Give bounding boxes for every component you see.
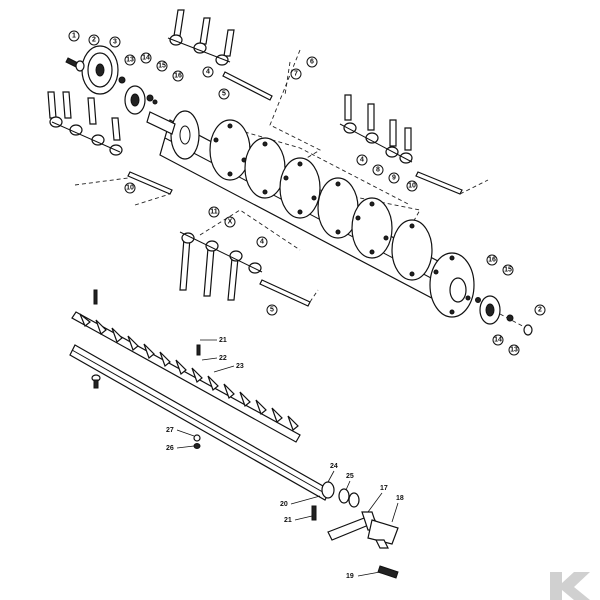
- pulley-bolt: [65, 57, 85, 72]
- callout: 5: [266, 304, 278, 316]
- drive-pulley: [81, 45, 119, 95]
- svg-text:11: 11: [210, 209, 218, 216]
- svg-text:3: 3: [113, 39, 117, 46]
- plain-label: 18: [396, 495, 404, 502]
- callout: 15: [156, 60, 168, 72]
- svg-text:10: 10: [408, 183, 416, 190]
- svg-text:1: 1: [72, 33, 76, 40]
- callout: 4: [256, 236, 268, 248]
- plain-label: 22: [219, 355, 227, 362]
- callout: X: [224, 216, 236, 228]
- callout-group: 1 2 3 13 14 15 16 4 7 6 5 10 4 8 9 10 11…: [68, 30, 546, 356]
- callout: 5: [218, 88, 230, 100]
- svg-text:16: 16: [488, 257, 496, 264]
- svg-text:5: 5: [222, 91, 226, 98]
- cutter-bar-teeth: [71, 311, 301, 443]
- cutter-bar: [69, 344, 331, 501]
- plain-label: 26: [166, 445, 174, 452]
- plain-label: 19: [346, 573, 354, 580]
- rotor-flange: [209, 119, 251, 181]
- callout: 10: [124, 182, 136, 194]
- k-logo-icon: [550, 572, 590, 600]
- plain-label: 20: [280, 501, 288, 508]
- callout: 15: [502, 264, 514, 276]
- rotor-flange: [351, 197, 393, 259]
- svg-text:13: 13: [126, 57, 134, 64]
- knife-rods: [74, 71, 489, 307]
- knife-group-upper-top: [167, 9, 235, 66]
- cutter-bar-fasteners: [91, 289, 201, 449]
- lower-bearing-housing: [475, 295, 533, 336]
- svg-text:14: 14: [142, 55, 150, 62]
- svg-text:4: 4: [260, 239, 264, 246]
- callout: 7: [290, 68, 302, 80]
- plain-label: 21: [219, 337, 227, 344]
- callout: 13: [124, 54, 136, 66]
- callout: 16: [486, 254, 498, 266]
- plain-label: 21: [284, 517, 292, 524]
- plain-label: 25: [346, 473, 354, 480]
- svg-text:6: 6: [310, 59, 314, 66]
- svg-text:2: 2: [92, 37, 96, 44]
- svg-text:8: 8: [376, 167, 380, 174]
- svg-text:15: 15: [158, 63, 166, 70]
- callout: 13: [508, 344, 520, 356]
- callout: 10: [406, 180, 418, 192]
- bushings: [321, 481, 360, 508]
- svg-text:4: 4: [206, 69, 210, 76]
- callout: 4: [356, 154, 368, 166]
- pin-19: [377, 565, 399, 579]
- svg-text:10: 10: [126, 185, 134, 192]
- callout: 3: [109, 36, 121, 48]
- bolt-21-lower: [311, 505, 317, 521]
- plain-label-group: 21 22 23 27 26 24 25 17 18 20 21 19: [166, 337, 404, 580]
- callout: 14: [492, 334, 504, 346]
- tooth-row: [79, 313, 299, 431]
- lever-arm: [327, 511, 399, 549]
- callout: 14: [140, 52, 152, 64]
- callout: 2: [534, 304, 546, 316]
- callout: 11: [208, 206, 220, 218]
- callout: 9: [388, 172, 400, 184]
- plain-label: 24: [330, 463, 338, 470]
- svg-text:13: 13: [510, 347, 518, 354]
- svg-text:4: 4: [360, 157, 364, 164]
- rotor-flange: [170, 110, 200, 160]
- svg-text:9: 9: [392, 175, 396, 182]
- svg-text:14: 14: [494, 337, 502, 344]
- left-stub-shaft: [146, 111, 176, 135]
- rotor-dashed-outline: [199, 49, 421, 251]
- callout: 8: [372, 164, 384, 176]
- rotor-flange: [244, 137, 286, 199]
- rotor-flanges: [170, 110, 475, 318]
- plain-label: 27: [166, 427, 174, 434]
- rotor-flange: [391, 219, 433, 281]
- callout: 2: [88, 34, 100, 46]
- knife-group-upper-right: [339, 94, 413, 164]
- upper-bearing-housing: [118, 76, 158, 115]
- callout: 16: [172, 70, 184, 82]
- svg-text:X: X: [228, 219, 233, 226]
- plain-label: 23: [236, 363, 244, 370]
- svg-text:7: 7: [294, 71, 298, 78]
- callout: 4: [202, 66, 214, 78]
- svg-text:2: 2: [538, 307, 542, 314]
- svg-text:16: 16: [174, 73, 182, 80]
- svg-text:5: 5: [270, 307, 274, 314]
- plain-label: 17: [380, 485, 388, 492]
- callout: 6: [306, 56, 318, 68]
- rotor-flange: [279, 157, 321, 219]
- knife-group-upper-left: [47, 91, 123, 156]
- rotor-flange: [317, 177, 359, 239]
- callout: 1: [68, 30, 80, 42]
- svg-text:15: 15: [504, 267, 512, 274]
- knife-group-lower-middle: [179, 231, 263, 301]
- rotor-end-flange: [429, 252, 475, 318]
